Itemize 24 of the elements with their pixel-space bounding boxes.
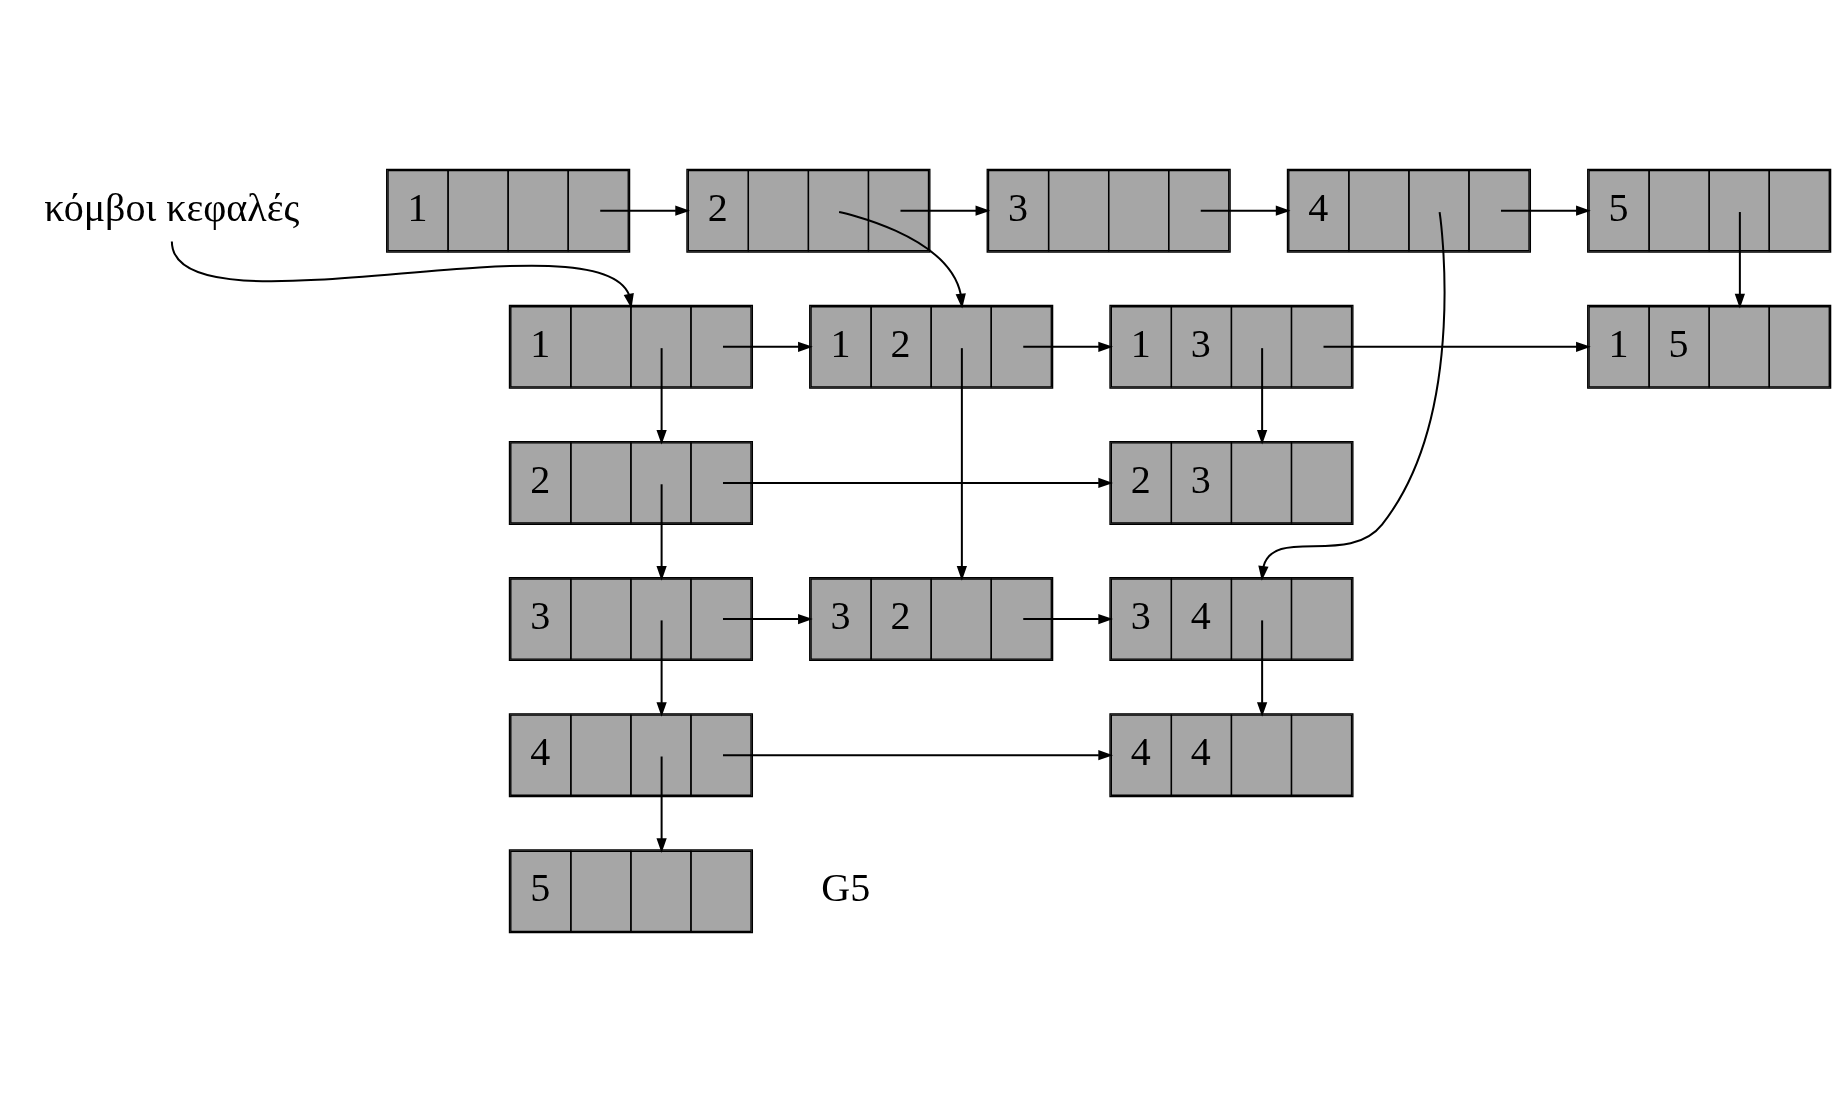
arrow xyxy=(656,619,667,717)
arrow xyxy=(1322,341,1591,352)
arrow xyxy=(1199,205,1291,216)
arrow xyxy=(956,347,967,581)
arrow xyxy=(1734,211,1745,309)
arrow xyxy=(722,341,813,352)
arrow xyxy=(1022,341,1113,352)
arrow xyxy=(656,347,667,445)
arrow xyxy=(599,205,690,216)
arrow xyxy=(722,477,1113,489)
arrow xyxy=(1022,613,1113,625)
label: G5 xyxy=(821,865,871,911)
arrow xyxy=(1258,211,1446,581)
arrow xyxy=(170,240,634,309)
arrow xyxy=(656,483,667,581)
node-text: κόμβοι κεφαλές xyxy=(44,184,300,230)
arrow xyxy=(722,613,813,625)
arrow xyxy=(838,211,966,309)
arrow xyxy=(1256,347,1268,445)
arrow xyxy=(656,755,667,853)
arrow xyxy=(1257,619,1268,717)
arrow xyxy=(1500,205,1591,216)
arrow xyxy=(899,205,991,216)
arrow xyxy=(722,750,1113,761)
